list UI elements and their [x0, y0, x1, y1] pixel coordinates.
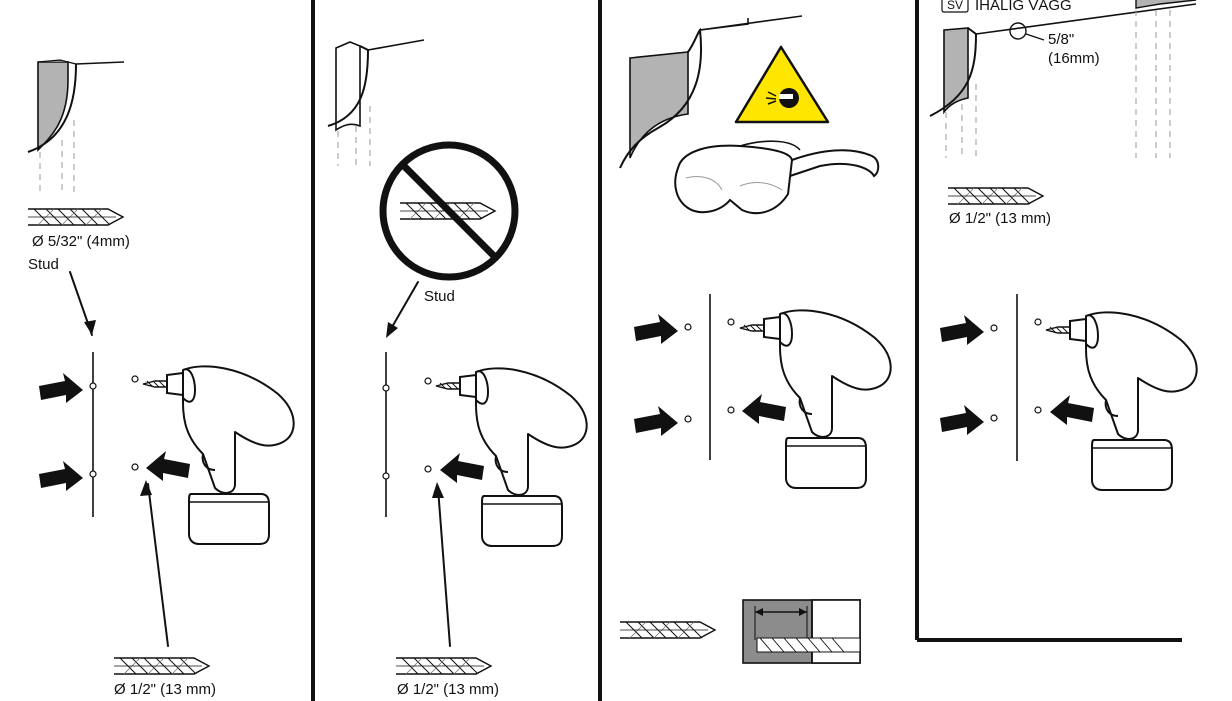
wall-section-icon — [619, 15, 803, 169]
language-badge: SV — [947, 0, 963, 12]
arrow-icon — [634, 314, 678, 344]
wall-section-icon — [327, 39, 425, 166]
stud-label: Stud — [424, 288, 455, 305]
panel-4-hollow-wall: SV IHÅLIG VÄGG 5/8" (16mm) Ø 1/2" (13 mm… — [929, 0, 1198, 491]
arrow-icon — [39, 373, 83, 403]
drilling-depth-diagram — [742, 599, 861, 664]
drill-bit-icon — [395, 657, 492, 675]
power-drill-icon — [142, 365, 295, 545]
drill-bit-icon — [113, 657, 210, 675]
drill-size-large-label: Ø 1/2" (13 mm) — [114, 681, 216, 698]
wall-type-label: IHÅLIG VÄGG — [975, 0, 1072, 14]
panel-3-safety-and-hollow-drilling — [619, 15, 892, 664]
power-drill-icon — [1045, 311, 1198, 491]
panel-1-stud-small-pilot: Ø 5/32" (4mm) Stud Ø 1/2" (13 mm) — [27, 59, 295, 698]
pointer-line — [437, 487, 451, 647]
no-symbol-icon — [379, 141, 519, 281]
wall-thickness-in-label: 5/8" — [1048, 31, 1074, 48]
arrow-icon — [940, 405, 984, 435]
drill-size-small-label: Ø 5/32" (4mm) — [32, 233, 130, 250]
drill-size-large-label: Ø 1/2" (13 mm) — [949, 210, 1051, 227]
arrow-icon — [634, 406, 678, 436]
arrow-icon — [1050, 395, 1094, 425]
stud-label: Stud — [28, 256, 59, 273]
drill-size-large-label: Ø 1/2" (13 mm) — [397, 681, 499, 698]
wall-section-icon — [929, 0, 1197, 158]
arrow-icon — [940, 315, 984, 345]
arrow-icon — [742, 394, 786, 424]
arrow-icon — [39, 461, 83, 491]
panel-2-stud-no-large-drill: Stud Ø 1/2" (13 mm) — [327, 39, 588, 698]
arrow-icon — [146, 451, 190, 481]
power-drill-icon — [739, 309, 892, 489]
safety-glasses-icon — [674, 140, 880, 215]
warning-triangle-icon — [734, 45, 830, 124]
pointer-line — [147, 483, 169, 647]
drill-bit-icon — [27, 208, 124, 226]
sv-badge: SV — [941, 0, 969, 13]
wall-section-icon — [27, 59, 125, 192]
wall-thickness-mm-label: (16mm) — [1048, 50, 1100, 67]
drill-bit-icon — [619, 621, 716, 639]
drill-bit-icon — [947, 187, 1044, 205]
arrow-icon — [440, 453, 484, 483]
